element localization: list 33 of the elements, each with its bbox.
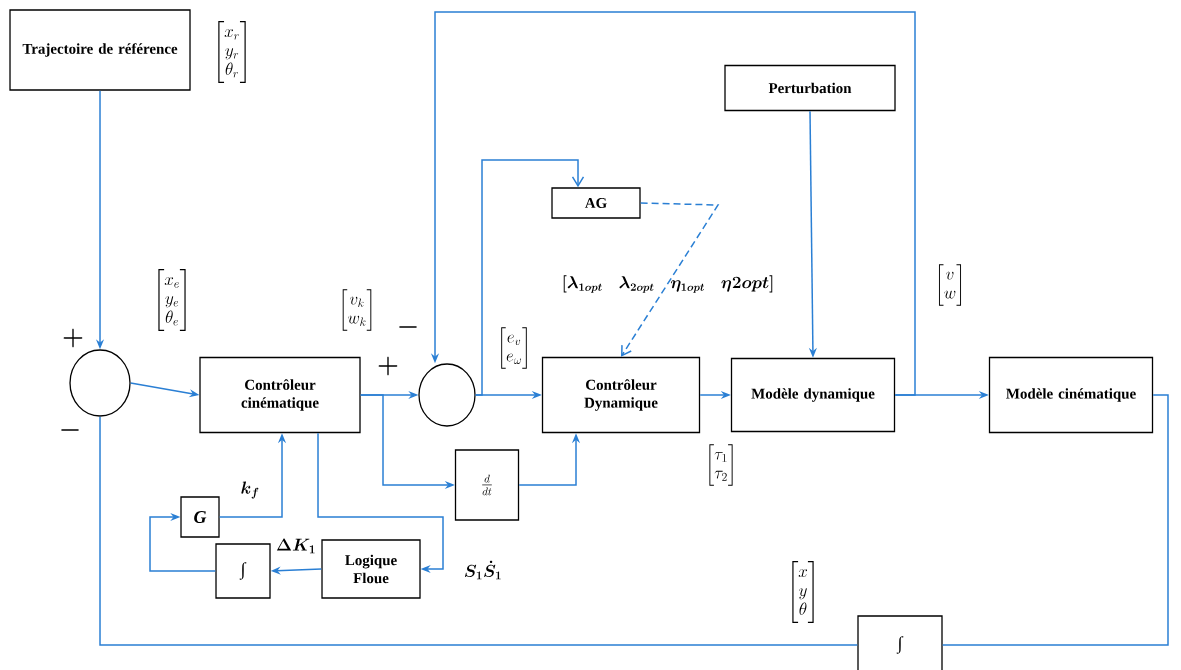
- sign-label: $+$: [378, 356, 398, 376]
- process-box: Contrôleur cinématique: [199, 356, 361, 434]
- sign-label: $-$: [61, 429, 79, 431]
- edge-label: $S_1\dot{S}_1$: [462, 559, 504, 581]
- vector-label: $\begin{bmatrix}x_e\\y_e\\\theta_e\end{bmatrix}$: [158, 269, 186, 331]
- sign-label: $+$: [63, 328, 83, 348]
- arrow: [474, 159, 585, 396]
- arrow: [317, 432, 444, 574]
- vector-label: $\begin{bmatrix}\tau_1\\\tau_2\end{bmatrix}$: [709, 444, 733, 486]
- parameter-vector-label: $[\lambda_{1opt}\quad\lambda_{2opt}\quad\eta_{1opt}\quad\eta 2opt]$: [563, 275, 773, 293]
- process-box: AG: [551, 187, 641, 219]
- derivative-box: $\frac{d}{dt}$: [454, 449, 520, 521]
- edge-label: $\Delta K_1$: [274, 537, 318, 555]
- arrow: [621, 202, 720, 357]
- process-box: Logique Floue: [321, 539, 421, 599]
- vector-label: $\begin{bmatrix}v_k\\w_k\end{bmatrix}$: [342, 289, 372, 331]
- sign-label: $-$: [399, 326, 417, 328]
- integrator-box: ∫: [215, 543, 271, 599]
- process-box: Perturbation: [724, 64, 896, 112]
- process-box: Contrôleur Dynamique: [541, 356, 701, 434]
- integrator-box: ∫: [857, 615, 943, 670]
- process-box: Modèle cinématique: [988, 356, 1154, 434]
- gain-box: G: [180, 496, 220, 538]
- summing-circle: [69, 349, 131, 417]
- vector-label: $\begin{bmatrix}v\\w\end{bmatrix}$: [938, 264, 962, 306]
- arrow: [149, 512, 217, 572]
- edge-label: $k_f$: [239, 480, 261, 500]
- process-box: Modèle dynamique: [730, 357, 896, 433]
- vector-label: $\begin{bmatrix}x\\y\\\theta\end{bmatrix}$: [792, 561, 814, 623]
- vector-label: $\begin{bmatrix}x_r\\y_r\\\theta_r\end{bmatrix}$: [218, 21, 246, 83]
- process-box: Trajectoire de référence: [9, 9, 191, 91]
- summing-circle: [418, 363, 476, 427]
- vector-label: $\begin{bmatrix}e_v\\e_\omega\end{bmatrix}$: [501, 327, 527, 369]
